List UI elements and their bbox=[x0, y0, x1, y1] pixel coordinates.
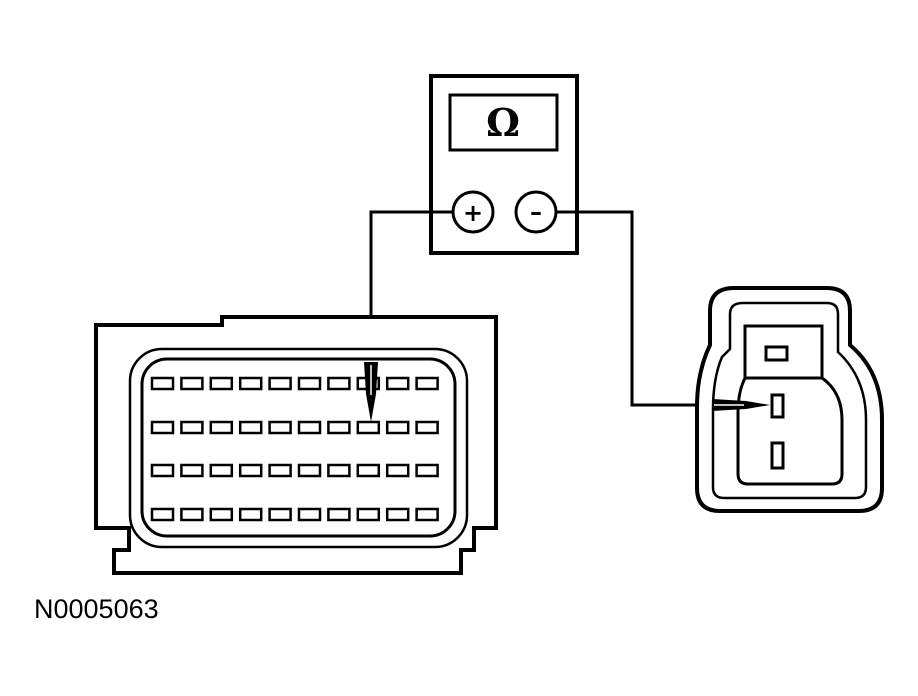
negative-terminal-label: – bbox=[530, 198, 542, 226]
multimeter: Ω + – bbox=[429, 74, 579, 255]
pin-cavity bbox=[327, 420, 351, 435]
pin-cavity bbox=[209, 376, 234, 391]
pin-cavity bbox=[327, 376, 351, 391]
component-connector-face bbox=[736, 376, 844, 486]
pin-cavity bbox=[297, 376, 322, 391]
pin-cavity bbox=[238, 463, 263, 478]
positive-terminal-label: + bbox=[463, 199, 483, 227]
pin-cavity bbox=[356, 420, 381, 435]
pin-cavity bbox=[327, 507, 351, 522]
pin-cavity bbox=[150, 507, 175, 522]
pin-cavity bbox=[180, 376, 204, 391]
pin-cavity bbox=[180, 507, 204, 522]
pin-cavity bbox=[356, 463, 381, 478]
pin-cavity bbox=[150, 376, 175, 391]
positive-probe bbox=[364, 362, 378, 422]
test-leads bbox=[369, 210, 718, 407]
negative-probe bbox=[712, 399, 770, 411]
pin-cavity bbox=[268, 463, 292, 478]
pin-cavity bbox=[327, 463, 351, 478]
harness-connector-pins bbox=[150, 376, 439, 522]
harness-connector bbox=[94, 315, 498, 575]
pin-cavity bbox=[297, 463, 322, 478]
pin-cavity bbox=[180, 420, 204, 435]
pin-cavity bbox=[297, 507, 322, 522]
ohm-symbol: Ω bbox=[486, 100, 520, 145]
pin-cavity bbox=[385, 507, 410, 522]
pin-cavity bbox=[150, 420, 175, 435]
pin-cavity bbox=[385, 463, 410, 478]
pin-cavity bbox=[297, 420, 322, 435]
pin-cavity bbox=[385, 376, 410, 391]
pin-cavity bbox=[415, 463, 439, 478]
pin-cavity bbox=[150, 463, 175, 478]
pin-cavity bbox=[268, 420, 292, 435]
positive-test-lead bbox=[369, 210, 453, 362]
figure-id: N0005063 bbox=[34, 594, 159, 624]
component-pin-lower bbox=[770, 441, 785, 470]
component-connector-inner-outline bbox=[711, 301, 868, 500]
pin-cavity bbox=[268, 507, 292, 522]
component-pin-upper bbox=[770, 393, 785, 419]
pin-cavity bbox=[209, 507, 234, 522]
component-connector bbox=[695, 286, 884, 513]
pin-cavity bbox=[238, 420, 263, 435]
pin-cavity bbox=[238, 376, 263, 391]
pin-cavity bbox=[209, 420, 234, 435]
harness-connector-face-inner bbox=[140, 357, 457, 538]
pin-cavity bbox=[268, 376, 292, 391]
pin-cavity bbox=[209, 463, 234, 478]
pin-cavity bbox=[415, 376, 439, 391]
pin-cavity bbox=[415, 507, 439, 522]
pin-cavity bbox=[356, 507, 381, 522]
harness-connector-face-outer bbox=[128, 347, 469, 549]
pin-cavity bbox=[385, 420, 410, 435]
pin-cavity bbox=[180, 463, 204, 478]
multimeter-display bbox=[448, 93, 559, 152]
pin-cavity bbox=[238, 507, 263, 522]
pin-cavity bbox=[415, 420, 439, 435]
negative-test-lead bbox=[556, 210, 718, 407]
